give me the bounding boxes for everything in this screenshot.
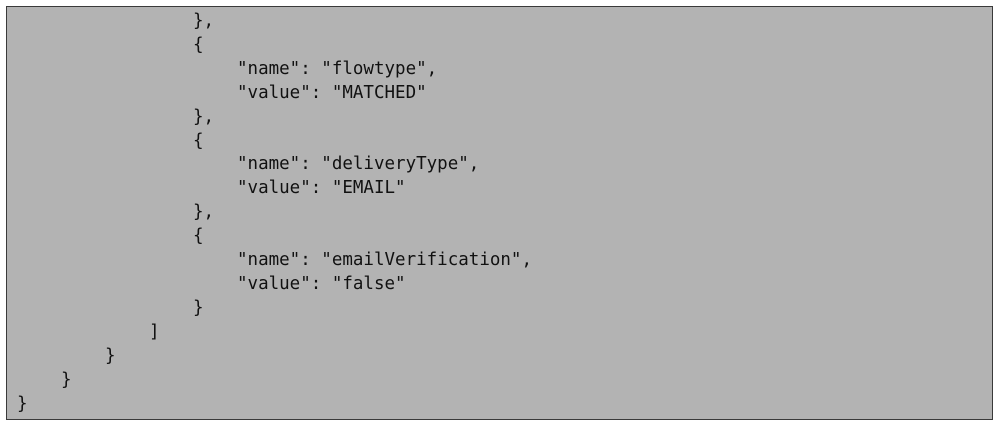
- code-line: },: [193, 107, 215, 127]
- code-line: {: [193, 131, 204, 151]
- code-block: }, { "name": "flowtype", "value": "MATCH…: [6, 6, 993, 420]
- code-line: {: [193, 226, 204, 246]
- code-line: }: [193, 298, 204, 318]
- code-line: "value": "MATCHED": [237, 83, 427, 103]
- code-line: "value": "EMAIL": [237, 178, 406, 198]
- code-line: "value": "false": [237, 274, 406, 294]
- code-line: },: [193, 11, 215, 31]
- code-line: }: [105, 346, 116, 366]
- code-line: ]: [149, 322, 160, 342]
- code-line: }: [17, 394, 28, 414]
- code-line: "name": "deliveryType",: [237, 154, 480, 174]
- code-line: {: [193, 35, 204, 55]
- code-line: },: [193, 202, 215, 222]
- code-line: "name": "emailVerification",: [237, 250, 533, 270]
- code-line: "name": "flowtype",: [237, 59, 438, 79]
- code-line: }: [61, 370, 72, 390]
